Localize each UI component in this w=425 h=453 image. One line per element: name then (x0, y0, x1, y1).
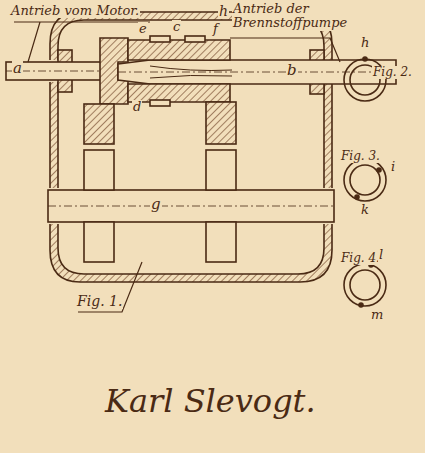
figure-label: Fig. 2. (372, 66, 413, 79)
part-letter: f (212, 22, 219, 36)
gear (84, 150, 114, 190)
cross-section (344, 263, 386, 307)
sleeve (128, 40, 230, 60)
caption-text: Antrieb der Brennstoffpumpe (232, 2, 334, 31)
gear (206, 150, 236, 190)
part-letter: h (218, 4, 229, 19)
cross-section (344, 159, 386, 201)
part-letter: k (360, 203, 370, 217)
figure-label: Fig. 1. (76, 294, 123, 309)
part-letter: m (370, 308, 384, 322)
figure-label: Fig. 4. (340, 252, 381, 265)
part-letter: d (132, 100, 142, 114)
housing (50, 12, 332, 282)
sleeve (128, 84, 230, 102)
signature: Karl Slevogt. (104, 384, 317, 419)
countershaft (48, 190, 334, 222)
part-letter: h (360, 36, 370, 50)
part-letter: g (150, 196, 162, 213)
part-letter: a (12, 60, 23, 77)
gear (84, 222, 114, 262)
leader-line (230, 38, 340, 62)
gear (84, 104, 114, 144)
part-letter: e (138, 22, 148, 36)
caption-text: Antrieb vom Motor. (10, 4, 140, 18)
gear (206, 102, 236, 144)
part-letter: l (378, 248, 384, 262)
gear (206, 222, 236, 262)
part-letter: i (390, 160, 396, 174)
part-letter: b (286, 62, 298, 79)
leader-line (14, 22, 150, 62)
figure-label: Fig. 3. (340, 150, 381, 163)
part-letter: c (172, 20, 181, 34)
